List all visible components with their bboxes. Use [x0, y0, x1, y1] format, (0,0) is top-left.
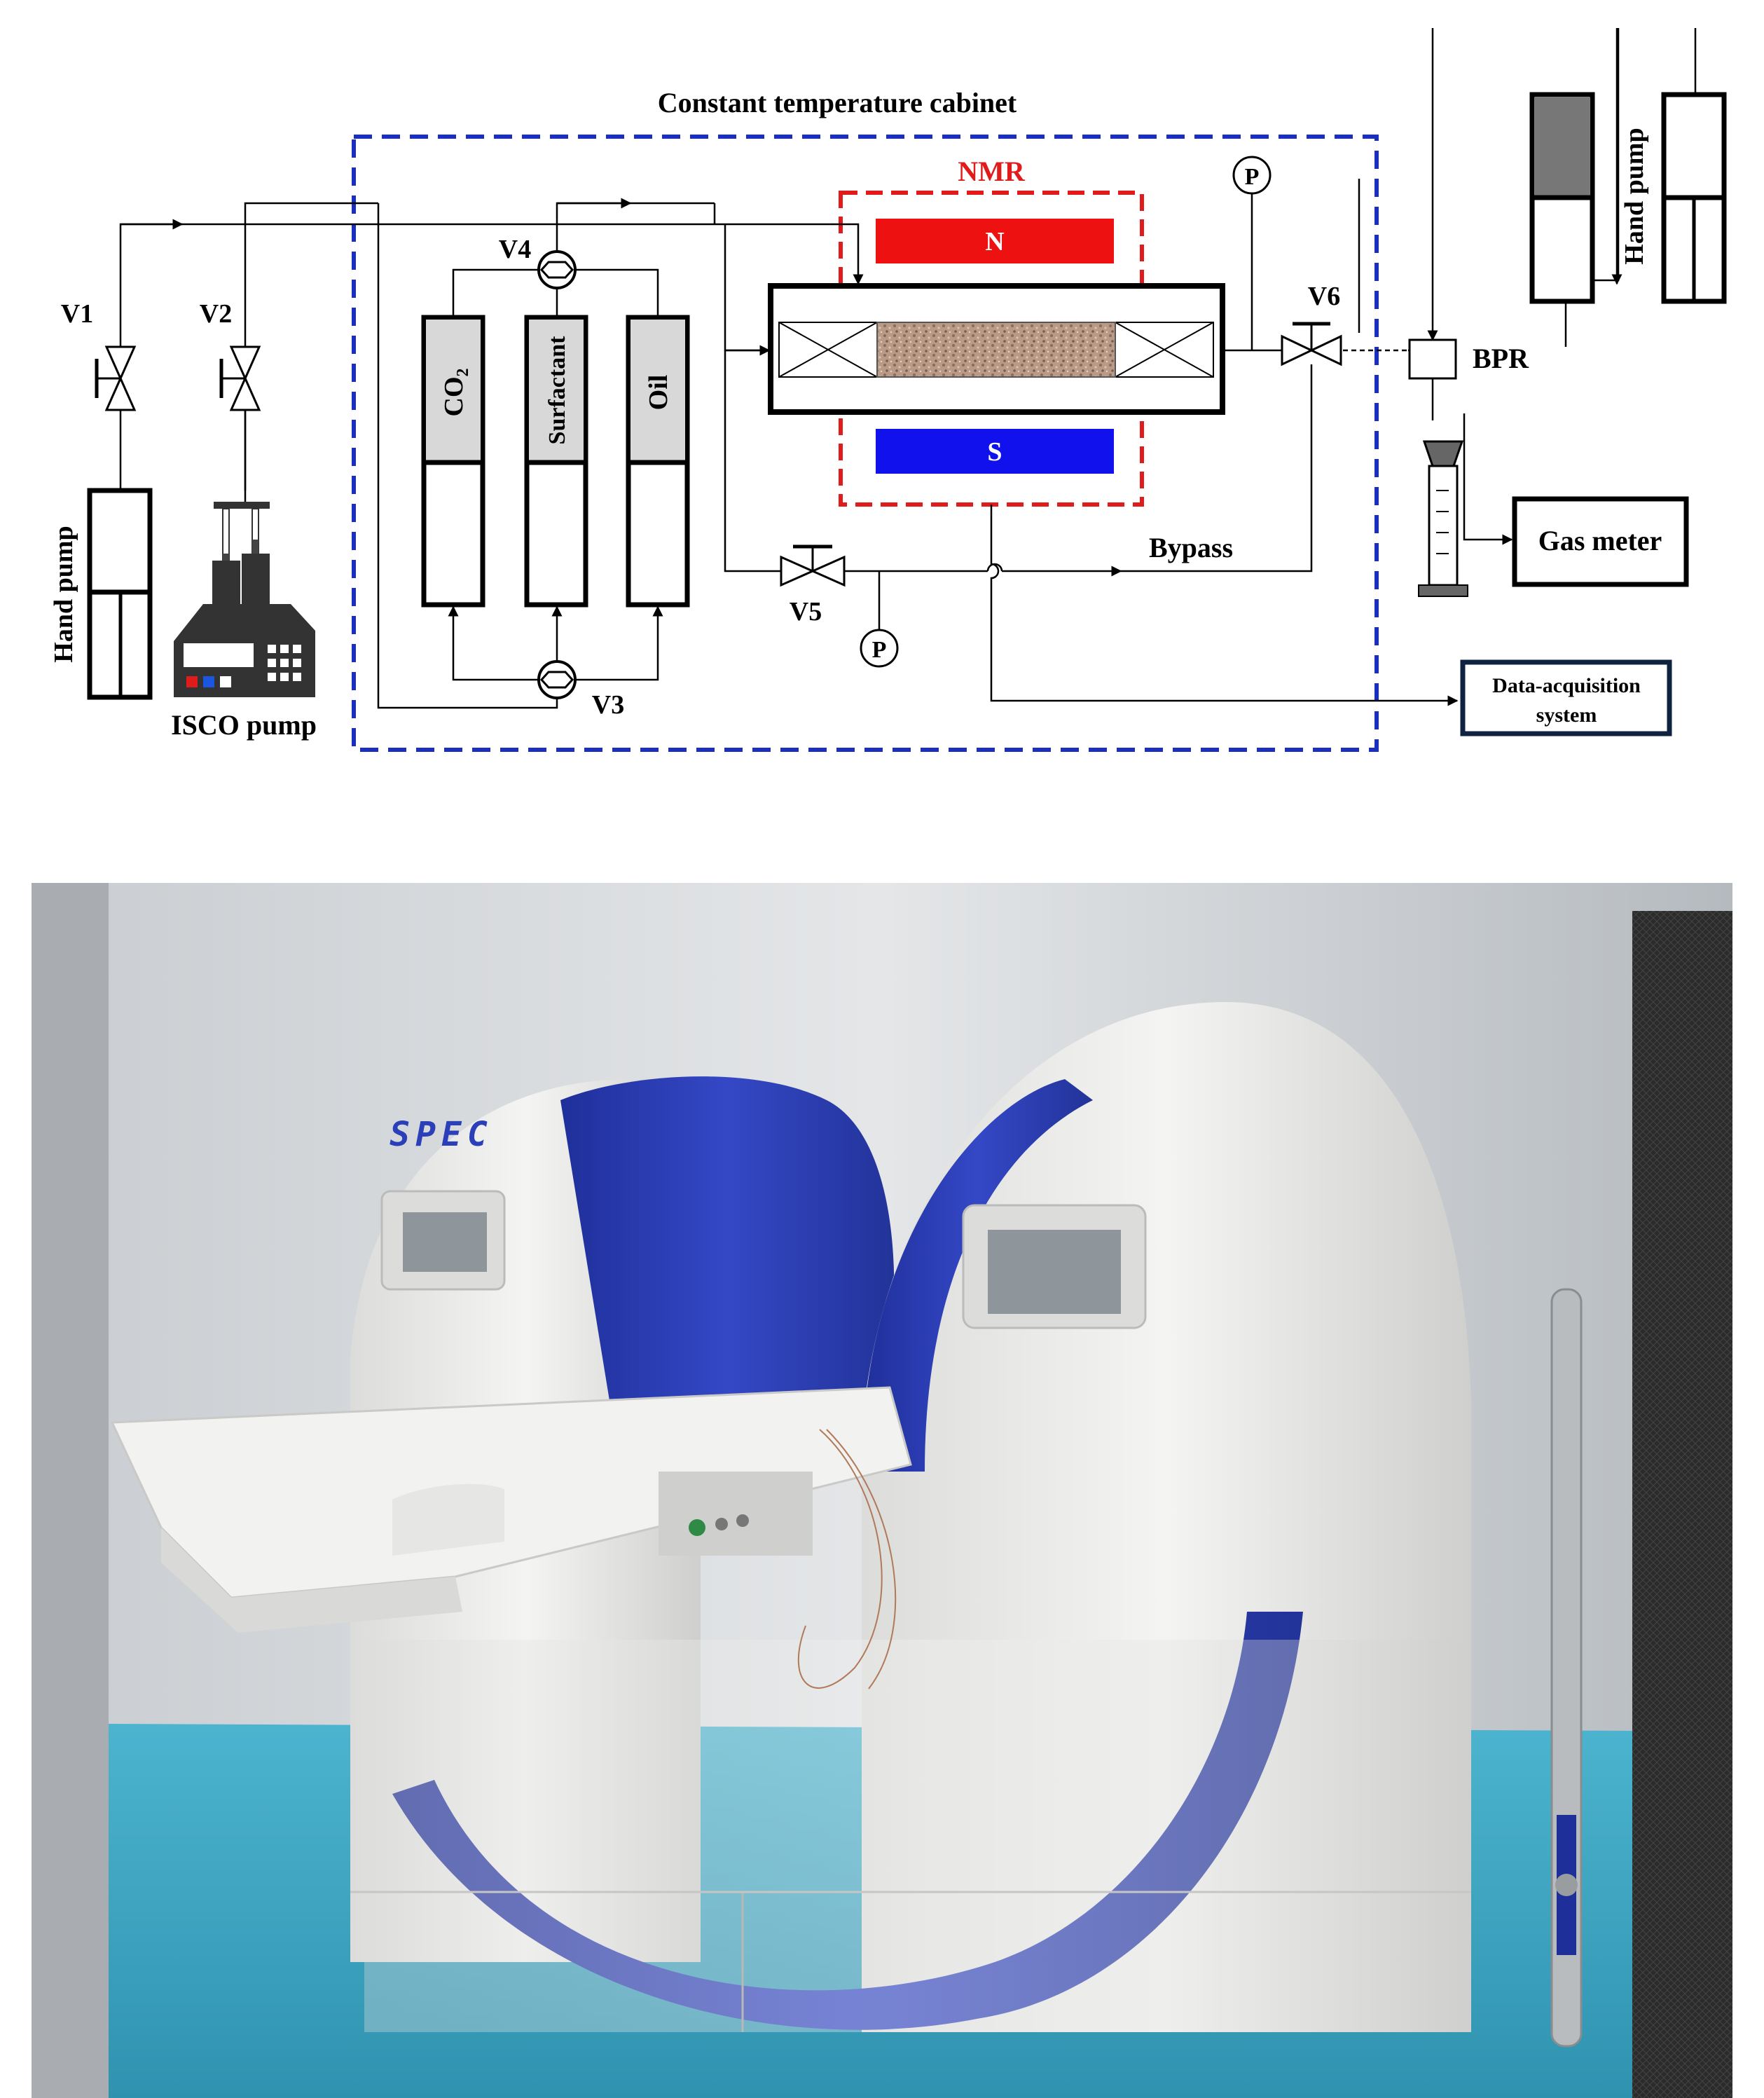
oil-label: Oil — [644, 375, 673, 411]
valve-v4 — [537, 250, 577, 289]
pressure-gauge-top: P — [1232, 156, 1272, 195]
hand-pump-left — [87, 488, 153, 700]
back-pressure-regulator — [1408, 338, 1457, 380]
valve-v1 — [95, 308, 137, 491]
constant-temperature-cabinet — [352, 135, 1379, 752]
valve-v3 — [537, 660, 577, 699]
magnet-north — [876, 219, 1114, 263]
hand-pump-left-label: Hand pump — [49, 526, 78, 662]
hand-pump-right-a — [1529, 92, 1595, 304]
experimental-setup-schematic: Constant temperature cabinet NMR N S CO2 — [49, 28, 1727, 752]
valve-v3-label: V3 — [592, 690, 624, 720]
daq-label-line1: Data-acquisition — [1492, 674, 1641, 697]
nmr-label: NMR — [958, 156, 1026, 187]
valve-v5 — [780, 544, 846, 587]
valve-v2 — [219, 345, 261, 505]
co2-container: CO2 — [421, 315, 485, 608]
bypass-label: Bypass — [1149, 532, 1233, 563]
hand-pump-right-label: Hand pump — [1620, 128, 1649, 264]
cabinet-label: Constant temperature cabinet — [658, 87, 1017, 118]
valve-v4-label: V4 — [499, 235, 531, 264]
valve-v6-label: V6 — [1308, 282, 1340, 311]
photo-left-frame — [32, 883, 109, 2098]
nmr-equipment-photo: SPEC — [32, 883, 1732, 2098]
gas-liquid-separator — [1418, 440, 1468, 597]
valve-v1-label: V1 — [61, 299, 93, 329]
brand-mark: SPEC — [390, 1115, 493, 1154]
daq-label-line2: system — [1536, 704, 1597, 727]
valve-v5-label: V5 — [790, 597, 822, 626]
piping — [119, 28, 1697, 709]
surfactant-container: Surfactant — [524, 315, 588, 608]
pressure-gauge-bottom: P — [860, 629, 899, 668]
oil-container: Oil — [626, 315, 690, 608]
bpr-label: BPR — [1473, 343, 1529, 374]
door-handle — [1550, 1288, 1583, 2048]
valve-v2-label: V2 — [200, 299, 232, 329]
hand-pump-right-b — [1661, 92, 1727, 304]
gas-meter — [1512, 496, 1689, 587]
valve-v6 — [1281, 322, 1342, 366]
magnet-north-label: N — [985, 227, 1004, 256]
photo-mesh-panel — [1632, 911, 1732, 2098]
gas-meter-label: Gas meter — [1538, 525, 1662, 556]
isco-pump-label: ISCO pump — [171, 709, 317, 741]
core-sample — [876, 322, 1116, 378]
nmr-machine: SPEC — [110, 1002, 1471, 2032]
data-acquisition-system — [1460, 659, 1672, 736]
magnet-south — [876, 429, 1114, 474]
co2-label: CO2 — [439, 369, 472, 417]
surfactant-label: Surfactant — [544, 336, 570, 445]
pressure-gauge-top-label: P — [1245, 164, 1260, 190]
isco-pump — [174, 502, 315, 697]
pressure-gauge-bottom-label: P — [872, 637, 887, 663]
magnet-south-label: S — [987, 437, 1002, 467]
